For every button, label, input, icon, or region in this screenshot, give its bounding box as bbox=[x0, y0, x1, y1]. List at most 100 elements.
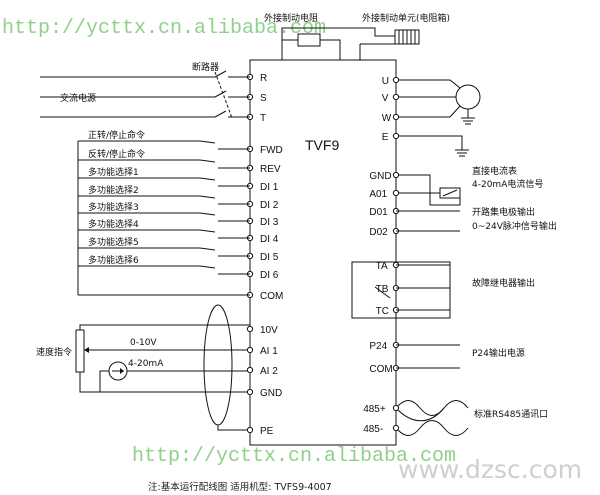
left-terminal-label: DI 5 bbox=[260, 252, 279, 263]
left-terminal-label: R bbox=[260, 73, 267, 84]
left-terminal-label: DI 6 bbox=[260, 270, 279, 281]
right-terminal-label: TA bbox=[376, 261, 388, 272]
ammeter-label: 直接电流表 bbox=[472, 165, 517, 177]
right-terminal-label: P24 bbox=[369, 341, 387, 352]
left-terminal-label: DI 1 bbox=[260, 182, 279, 193]
left-terminal-label: PE bbox=[260, 426, 274, 437]
left-terminal-label: DI 2 bbox=[260, 200, 279, 211]
left-terminal-dot bbox=[246, 426, 254, 434]
ammeter-symbol bbox=[396, 174, 461, 206]
right-terminal-label: 485+ bbox=[363, 404, 386, 415]
right-terminal-label: V bbox=[382, 93, 389, 104]
left-terminal-dot bbox=[246, 325, 254, 333]
p24-output-label: P24输出电源 bbox=[472, 347, 525, 359]
watermark-bottom: http://ycttx.cn.alibaba.com bbox=[132, 445, 456, 468]
right-terminal-label: COM bbox=[369, 364, 392, 375]
left-terminal-label: COM bbox=[260, 291, 283, 302]
right-terminal-dot bbox=[392, 93, 400, 101]
left-terminal-label: AI 2 bbox=[260, 366, 278, 377]
breaker-contact bbox=[214, 110, 227, 118]
ammeter-signal-label: 4-20mA电流信号 bbox=[472, 178, 543, 190]
oc-output-label: 开路集电极输出 bbox=[472, 206, 535, 218]
current-source-symbol bbox=[99, 361, 250, 392]
right-terminal-label: D01 bbox=[369, 207, 388, 218]
brake-unit-symbol bbox=[359, 29, 420, 60]
left-terminal-label: DI 4 bbox=[260, 234, 279, 245]
left-terminal-label: T bbox=[260, 113, 266, 124]
left-terminal-group: RST FWD REV DI 1 DI 2 DI 3 DI 4 DI 5 DI 6 COM 10V A… bbox=[40, 70, 283, 437]
right-terminal-label: 485- bbox=[363, 424, 383, 435]
right-terminal-dot bbox=[392, 113, 400, 121]
left-terminal-label: 10V bbox=[260, 325, 278, 336]
right-terminal-label: TC bbox=[376, 306, 389, 317]
command-label: 反转/停止命令 bbox=[88, 148, 145, 160]
drive-model-label: TVF9 bbox=[305, 137, 339, 153]
left-terminal-label: REV bbox=[260, 164, 281, 175]
left-terminal-dot bbox=[246, 366, 254, 374]
current-range-label: 4-20mA bbox=[128, 359, 164, 369]
right-terminal-dot bbox=[392, 171, 400, 179]
breaker-label: 断路器 bbox=[192, 61, 219, 73]
pulse-output-label: 0~24V脉冲信号输出 bbox=[472, 220, 557, 232]
right-terminal-label: GND bbox=[369, 171, 391, 182]
footnote: 注:基本运行配线图 适用机型: TVFS9-4007 bbox=[148, 481, 332, 493]
brake-unit-label: 外接制动单元(电阻箱) bbox=[362, 12, 450, 24]
right-terminal-dot bbox=[392, 189, 400, 197]
right-terminal-dot bbox=[392, 404, 400, 412]
left-terminal-label: S bbox=[260, 93, 267, 104]
brake-resistor-label: 外接制动电阻 bbox=[264, 12, 318, 24]
command-label: 多功能选择1 bbox=[88, 166, 139, 178]
potentiometer-symbol bbox=[75, 324, 250, 393]
command-label: 多功能选择4 bbox=[88, 218, 139, 230]
shield-loop-left bbox=[203, 304, 233, 426]
relay-output-box bbox=[351, 261, 451, 319]
left-terminal-dot bbox=[246, 346, 254, 354]
command-label: 正转/停止命令 bbox=[88, 129, 145, 141]
right-terminal-dot bbox=[392, 132, 400, 140]
right-terminal-label: TB bbox=[376, 284, 389, 295]
right-terminal-label: U bbox=[382, 76, 389, 87]
relay-output-label: 故障继电器输出 bbox=[472, 277, 535, 289]
command-switch-wire bbox=[78, 229, 216, 233]
left-terminal-label: GND bbox=[260, 388, 282, 399]
command-switch-wire bbox=[78, 140, 216, 144]
right-terminal-label: W bbox=[382, 113, 392, 124]
command-switch-wire bbox=[78, 159, 216, 163]
left-terminal-label: AI 1 bbox=[260, 346, 278, 357]
right-terminal-label: E bbox=[382, 132, 389, 143]
brake-resistor-symbol bbox=[281, 27, 395, 60]
right-terminal-label: A01 bbox=[369, 189, 387, 200]
left-terminal-label: DI 3 bbox=[260, 217, 279, 228]
command-switch-wire bbox=[78, 212, 216, 216]
command-label: 多功能选择6 bbox=[88, 254, 139, 266]
voltage-range-label: 0-10V bbox=[130, 338, 157, 348]
motor-symbol bbox=[396, 79, 481, 125]
command-switch-wire bbox=[78, 195, 216, 199]
speed-command-label: 速度指令 bbox=[36, 346, 72, 358]
ac-power-label: 交流电源 bbox=[60, 92, 96, 104]
watermark-site: www.dzsc.com bbox=[398, 455, 582, 484]
shield-ground-wire bbox=[217, 425, 250, 431]
right-terminal-label: D02 bbox=[369, 227, 388, 238]
command-label: 多功能选择5 bbox=[88, 236, 139, 248]
drive-body bbox=[249, 59, 397, 446]
breaker-contact bbox=[214, 90, 227, 98]
earth-symbol bbox=[396, 135, 469, 157]
watermark-top: http://ycttx.cn.alibaba.com bbox=[2, 17, 326, 40]
left-terminal-label: FWD bbox=[260, 145, 283, 156]
breaker-contact bbox=[214, 70, 227, 78]
breaker-symbol bbox=[214, 71, 233, 119]
command-label: 多功能选择2 bbox=[88, 184, 139, 196]
rs485-label: 标准RS485通讯口 bbox=[474, 408, 548, 420]
command-switch-wire bbox=[78, 247, 216, 251]
command-switch-wire bbox=[78, 265, 216, 269]
rs485-twisted-pair bbox=[395, 400, 469, 436]
right-terminal-dot bbox=[392, 76, 400, 84]
right-terminal-dot bbox=[392, 424, 400, 432]
command-label: 多功能选择3 bbox=[88, 201, 139, 213]
command-switch-wire bbox=[78, 177, 216, 181]
